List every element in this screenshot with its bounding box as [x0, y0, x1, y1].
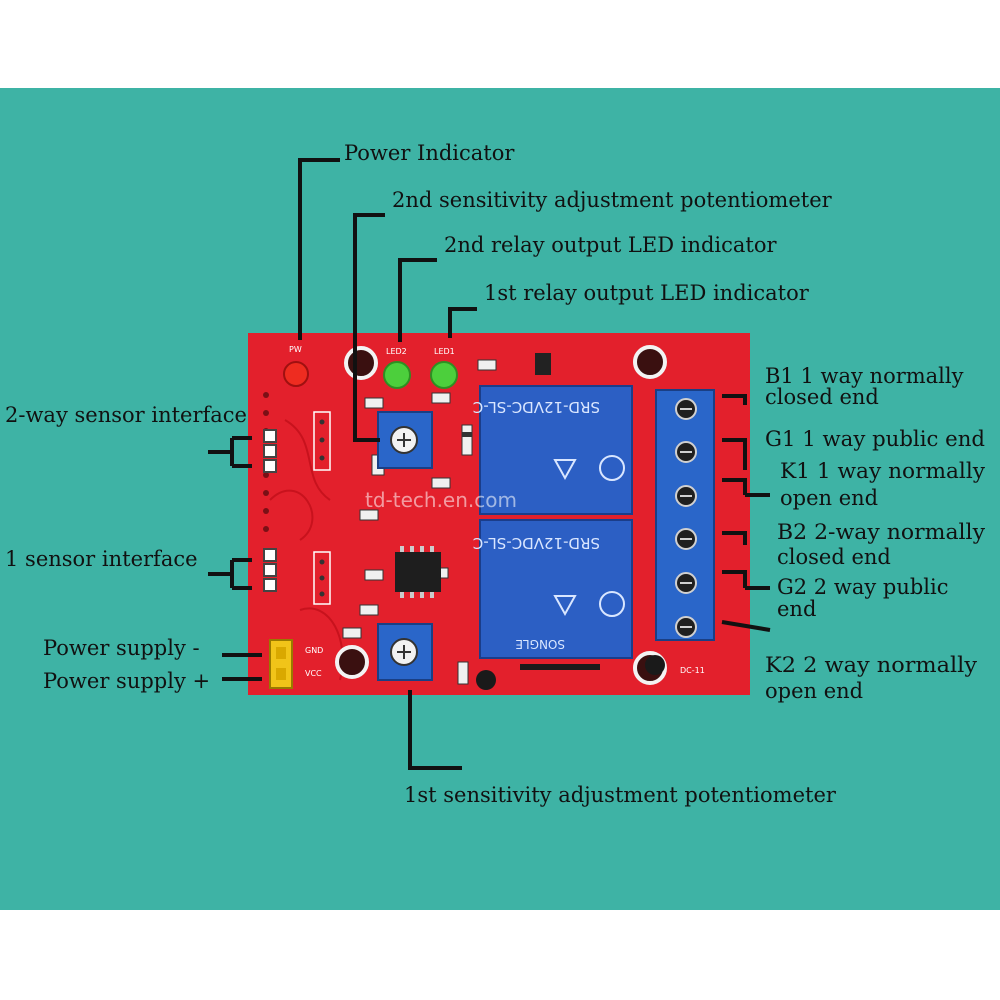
label-pot2: 2nd sensitivity adjustment potentiometer [392, 188, 833, 212]
mounting-hole [335, 645, 369, 679]
label-b2-line1: B2 2-way normally [777, 520, 985, 544]
leader-lines [208, 158, 771, 770]
label-led1: 1st relay output LED indicator [484, 281, 810, 305]
label-power-minus: Power supply - [43, 636, 200, 660]
silk-vcc: VCC [305, 669, 322, 678]
power-header [269, 639, 293, 689]
transistor [535, 353, 551, 375]
led2 [383, 361, 411, 389]
label-sensor1: 1 sensor interface [5, 547, 198, 571]
silk-pw: PW [289, 345, 302, 354]
mounting-hole [633, 345, 667, 379]
label-k1-line1: K1 1 way normally [780, 459, 985, 483]
relay-brand: SONGLE [515, 637, 565, 651]
mounting-hole [344, 346, 378, 380]
label-k2-line1: K2 2 way normally [765, 653, 977, 677]
screw-terminals [655, 389, 715, 641]
relay1-model: SRD-12VDC-SL-C [473, 398, 600, 416]
label-g2-line1: G2 2 way public [777, 575, 949, 599]
label-b2-line2: closed end [777, 545, 891, 569]
label-led2: 2nd relay output LED indicator [444, 233, 777, 257]
label-g2-line2: end [777, 597, 816, 621]
potentiometer-1 [377, 623, 433, 681]
power-led [283, 361, 309, 387]
relay-board: PW LED2 LED1 [248, 333, 750, 695]
relay-1: SRD-12VDC-SL-C [473, 385, 633, 515]
label-pot1: 1st sensitivity adjustment potentiometer [404, 783, 837, 807]
comparator-ic [395, 552, 441, 592]
label-k1-line2: open end [780, 486, 878, 510]
silk-led2: LED2 [386, 347, 407, 356]
label-power-plus: Power supply + [43, 669, 210, 693]
silk-model: DC-11 [680, 666, 705, 675]
label-b1-line2: closed end [765, 385, 879, 409]
watermark: td-tech.en.com [365, 488, 517, 512]
relay-2: SRD-12VDC-SL-C SONGLE [473, 519, 633, 659]
silk-gnd: GND [305, 646, 323, 655]
potentiometer-2 [377, 411, 433, 469]
label-g1: G1 1 way public end [765, 427, 985, 451]
led1 [430, 361, 458, 389]
relay2-model: SRD-12VDC-SL-C [473, 534, 600, 552]
label-b1-line1: B1 1 way normally [765, 364, 964, 388]
label-sensor2: 2-way sensor interface [5, 403, 247, 427]
label-power-indicator: Power Indicator [344, 141, 515, 165]
silk-led1: LED1 [434, 347, 455, 356]
labels: Power Indicator 2nd sensitivity adjustme… [5, 141, 985, 807]
label-k2-line2: open end [765, 679, 863, 703]
